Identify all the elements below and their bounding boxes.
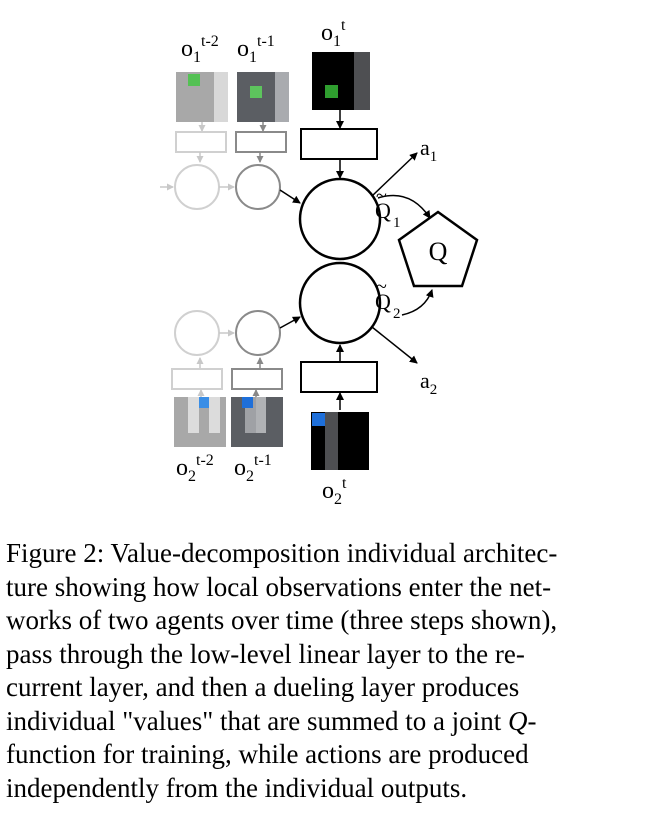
- action-label-a2: a2: [420, 368, 437, 398]
- obs-label-o2-t-minus-2: o2t-2: [176, 452, 214, 485]
- action-label-a1: a1: [420, 135, 437, 165]
- caption-line: individual "values" that are summed to a…: [6, 705, 658, 739]
- observation-image-o1-t-minus-2: [176, 72, 228, 122]
- linear-layer-o2-t: [300, 361, 378, 393]
- svg-text:Q: Q: [375, 198, 391, 223]
- linear-layer-o1-t-minus-2: [175, 131, 227, 153]
- svg-text:2: 2: [393, 306, 401, 322]
- linear-layer-o2-t-minus-1: [231, 368, 283, 390]
- caption-math-q: Q: [507, 705, 528, 736]
- joint-q-label: Q: [429, 237, 448, 266]
- obs-label-o1-t: o1t: [321, 17, 346, 50]
- observation-image-o1-t-minus-1: [237, 72, 289, 122]
- figure-caption: Figure 2: Value-decomposition individual…: [6, 537, 658, 805]
- recurrent-unit-agent2-t: [298, 261, 382, 345]
- caption-line: works of two agents over time (three ste…: [6, 605, 558, 635]
- recurrent-unit-o1-t-minus-2: [174, 164, 220, 210]
- value-label-q1: Q ~ 1: [375, 185, 401, 231]
- recurrent-unit-o1-t-minus-1: [235, 164, 281, 210]
- value-label-q2: Q ~ 2: [375, 276, 401, 322]
- obs-label-o2-t: o2t: [322, 475, 347, 508]
- linear-layer-o1-t-minus-1: [235, 131, 287, 153]
- obs-label-o1-t-minus-2: o1t-2: [181, 33, 219, 66]
- obs-label-o2-t-minus-1: o2t-1: [234, 452, 272, 485]
- observation-image-o2-t-minus-2: [174, 397, 226, 447]
- caption-line: Figure 2: Value-decomposition individual…: [6, 538, 558, 568]
- architecture-diagram: o1t-2 o1t-1 o1t a1: [160, 17, 479, 508]
- caption-line: function for training, while actions are…: [6, 739, 529, 769]
- svg-text:~: ~: [376, 276, 387, 298]
- caption-line: current layer, and then a dueling layer …: [6, 672, 520, 702]
- svg-text:Q: Q: [375, 289, 391, 314]
- svg-text:1: 1: [393, 215, 401, 231]
- linear-layer-o2-t-minus-2: [171, 368, 223, 390]
- observation-image-o2-t: [311, 412, 369, 470]
- joint-q-node: [397, 210, 479, 288]
- observation-image-o2-t-minus-1: [231, 397, 283, 447]
- recurrent-unit-agent1-t: [298, 177, 382, 261]
- caption-line: pass through the low-level linear layer …: [6, 638, 525, 669]
- obs-label-o1-t-minus-1: o1t-1: [237, 33, 275, 66]
- caption-text: individual "values" that are summed to a…: [6, 705, 508, 736]
- caption-hyphen: -: [527, 705, 537, 736]
- svg-text:~: ~: [376, 185, 387, 207]
- caption-line: independently from the individual output…: [6, 772, 468, 803]
- observation-image-o1-t: [312, 52, 370, 110]
- linear-layer-o1-t: [300, 128, 378, 160]
- recurrent-unit-o2-t-minus-1: [235, 310, 281, 356]
- recurrent-unit-o2-t-minus-2: [174, 310, 220, 356]
- caption-line: ture showing how local observations ente…: [6, 571, 552, 602]
